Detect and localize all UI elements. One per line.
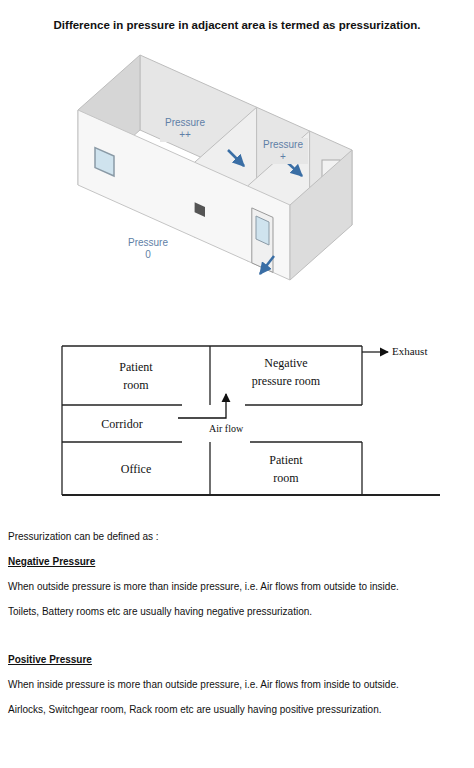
wall (250, 441, 362, 442)
building-illustration (78, 55, 352, 280)
side-wall (290, 150, 352, 280)
exhaust-arrow (362, 351, 388, 352)
wall (62, 345, 362, 346)
pressure-label: Pressure + (258, 138, 308, 164)
room-box: Patient room (66, 350, 206, 402)
room-name: Patient room (256, 451, 316, 487)
body-text: When inside pressure is more than outsid… (8, 679, 468, 691)
wall (245, 404, 362, 405)
body-text: Airlocks, Switchgear room, Rack room etc… (8, 704, 468, 716)
airflow-arrow (260, 256, 274, 274)
exhaust-label: Exhaust (392, 345, 427, 358)
room-box: Corridor (66, 408, 178, 439)
page-title: Difference in pressure in adjacent area … (0, 18, 474, 32)
airflow-arrow (288, 163, 302, 176)
room-name: Patient room (106, 358, 166, 394)
airflow-arrow (178, 394, 226, 418)
room-name: Office (121, 460, 151, 478)
wall-panel (195, 202, 205, 217)
section-heading: Negative Pressure (8, 556, 468, 568)
ground-line (62, 494, 440, 496)
pressure-label: Pressure 0 (123, 236, 173, 262)
floor-plan (62, 346, 440, 495)
room-box: Office (66, 446, 206, 492)
room-name: Corridor (101, 415, 142, 433)
body-text: Pressurization can be defined as : (8, 531, 468, 543)
wall (361, 442, 362, 495)
airflow-arrow (228, 150, 244, 166)
window (95, 148, 114, 176)
wall (61, 346, 62, 495)
body-text: When outside pressure is more than insid… (8, 581, 468, 593)
pressure-label: Pressure ++ (160, 116, 210, 142)
section-heading: Positive Pressure (8, 654, 468, 666)
wall (62, 441, 182, 442)
front-wall (78, 110, 290, 280)
room-box: Patient room (214, 446, 358, 492)
door-window (256, 216, 269, 245)
wall (209, 442, 210, 495)
wall (209, 346, 210, 405)
edge-label: Air flow (208, 423, 244, 435)
body-text: Toilets, Battery rooms etc are usually h… (8, 606, 468, 618)
wall (361, 346, 362, 405)
wall (62, 404, 182, 405)
room-box: Negative pressure room (214, 350, 358, 394)
room-name: Negative pressure room (243, 354, 329, 390)
